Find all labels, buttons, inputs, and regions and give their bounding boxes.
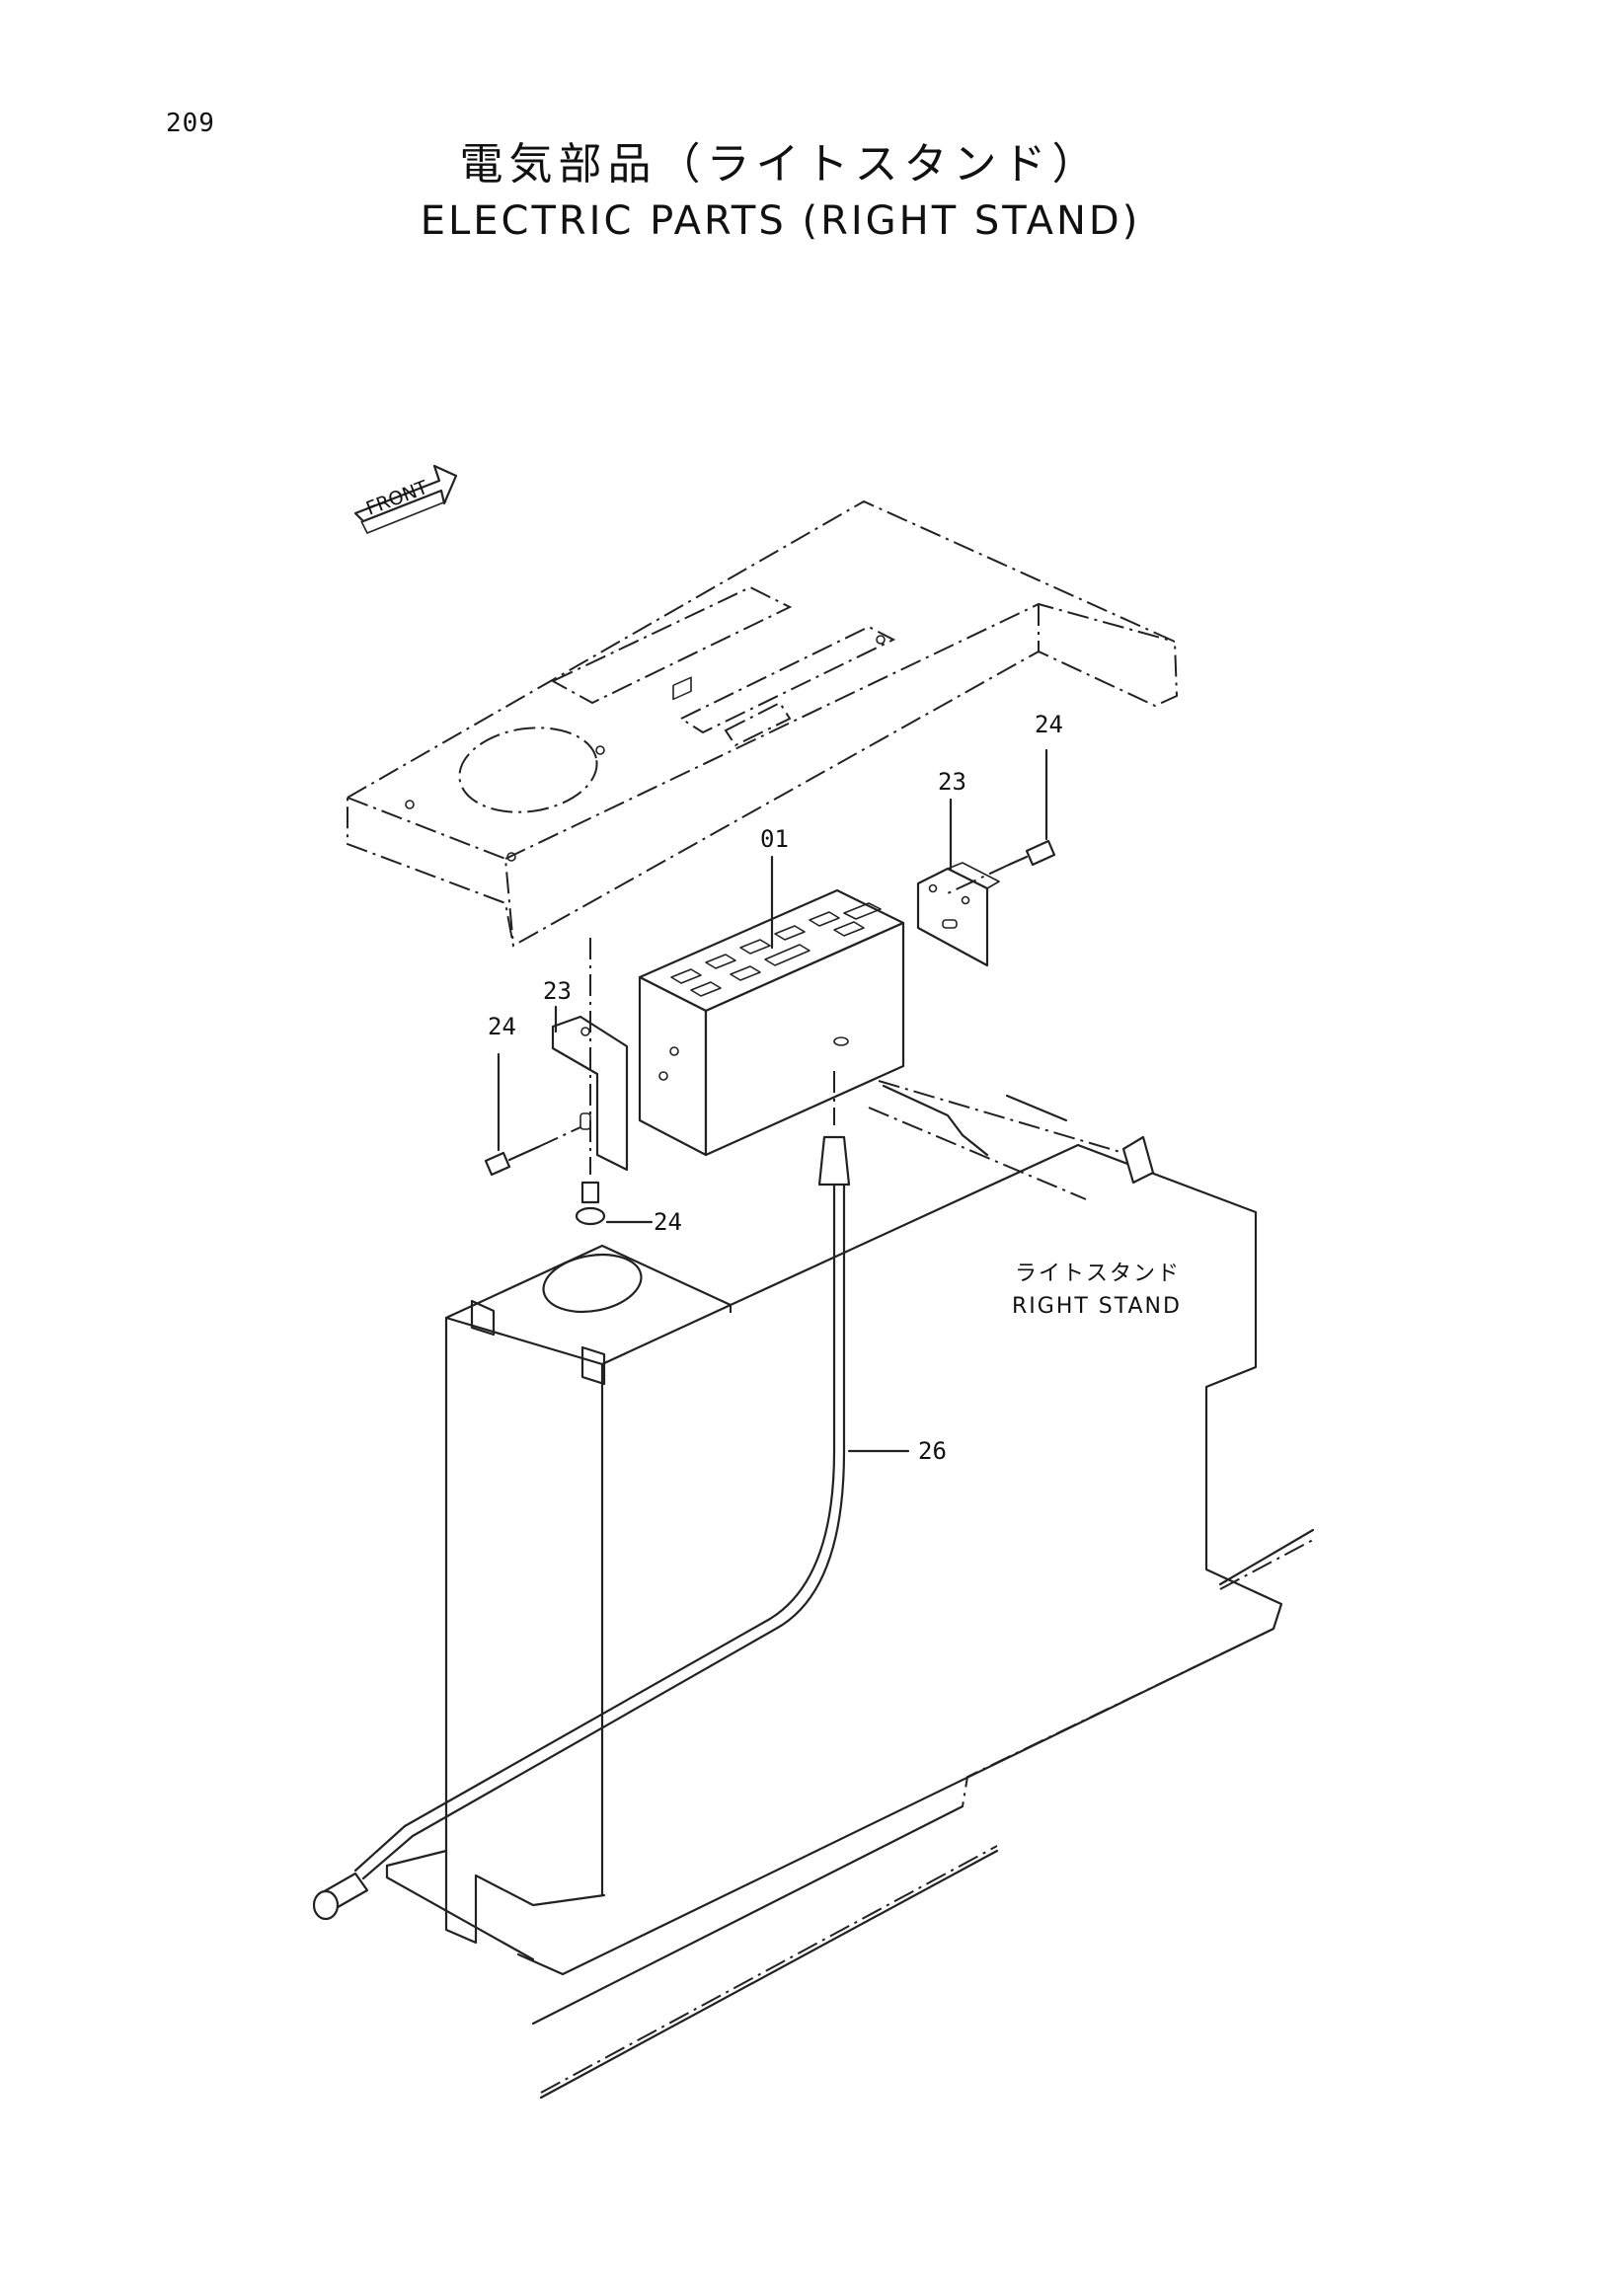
callout-bolt-bottom: 24 — [654, 1208, 682, 1236]
bolt-upper — [947, 748, 1056, 894]
controller-unit — [638, 676, 905, 1157]
callout-bracket-lower: 23 — [543, 977, 572, 1005]
page-title: 電気部品（ライトスタンド） ELECTRIC PARTS (RIGHT STAN… — [0, 136, 1620, 249]
title-english: ELECTRIC PARTS (RIGHT STAND) — [420, 198, 1141, 244]
callout-controller: 01 — [760, 825, 789, 853]
stand-label-en: RIGHT STAND — [1012, 1294, 1182, 1319]
page-number: 209 — [166, 109, 215, 138]
bracket-upper — [916, 862, 1000, 967]
cable-harness — [312, 1071, 910, 1921]
stand-label-jp: ライトスタンド — [1015, 1262, 1181, 1286]
callout-bolt-upper: 24 — [1035, 711, 1063, 738]
callout-bracket-upper: 23 — [938, 768, 966, 796]
callout-bolt-left: 24 — [488, 1013, 516, 1040]
upper-cover-plate — [347, 499, 1179, 948]
bolt-bottom — [575, 938, 654, 1226]
front-arrow-marker: FRONT — [353, 464, 458, 534]
front-marker-text: FRONT — [363, 477, 431, 520]
callout-cable: 26 — [918, 1437, 947, 1465]
bolt-left — [484, 1052, 581, 1177]
title-japanese: 電気部品（ライトスタンド） — [459, 139, 1102, 190]
right-stand-body — [385, 1080, 1315, 2100]
